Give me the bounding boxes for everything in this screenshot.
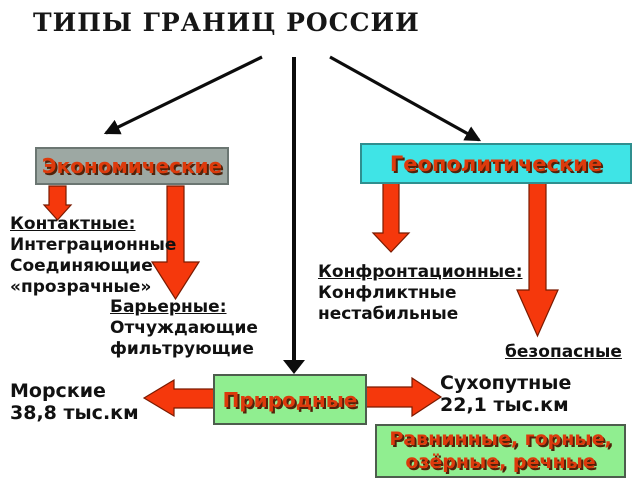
sea-block: Морские 38,8 тыс.км — [10, 380, 139, 424]
title-to-economic-arrow — [103, 55, 263, 135]
confrontational-heading: Конфронтационные: — [318, 262, 523, 282]
land-type-label: Сухопутные — [440, 372, 572, 394]
confrontational-block: Конфронтационные: Конфликтные нестабильн… — [318, 262, 523, 325]
barrier-item: Отчуждающие — [110, 318, 258, 338]
geopolitical-label: Геополитические — [389, 151, 603, 176]
contact-item: Интеграционные — [10, 235, 177, 255]
contact-heading: Контактные: — [10, 214, 136, 234]
geopolitical-to-confrontational-arrow — [371, 181, 411, 253]
barrier-item: фильтрующие — [110, 339, 254, 359]
natural-label: Природные — [222, 387, 358, 412]
contact-item: «прозрачные» — [10, 277, 152, 297]
economic-to-contact-arrow — [42, 185, 73, 221]
contact-block: Контактные: Интеграционные Соединяющие «… — [10, 214, 176, 298]
safe-label: безопасные — [505, 342, 622, 362]
economic-to-barrier-arrow — [150, 185, 201, 301]
natural-types-line2: озёрные, речные — [405, 451, 596, 473]
sea-type-label: Морские — [10, 380, 106, 402]
barrier-heading: Барьерные: — [110, 297, 227, 317]
geopolitical-to-safe-arrow — [516, 181, 559, 338]
land-block: Сухопутные 22,1 тыс.км — [440, 372, 571, 416]
title-to-geopolitical-arrow — [329, 55, 482, 142]
natural-to-sea-arrow — [142, 378, 215, 418]
confrontational-item: Конфликтные — [318, 283, 457, 303]
barrier-block: Барьерные: Отчуждающие фильтрующие — [110, 297, 258, 360]
land-length-label: 22,1 тыс.км — [440, 394, 569, 416]
slide-title: ТИПЫ ГРАНИЦ РОССИИ — [33, 8, 420, 37]
natural-box: Природные — [213, 374, 367, 425]
economic-label: Экономические — [41, 154, 223, 178]
economic-box: Экономические — [35, 147, 229, 185]
sea-length-label: 38,8 тыс.км — [10, 402, 139, 424]
title-to-natural-arrowhead-icon — [283, 360, 305, 374]
natural-to-land-arrow — [361, 376, 443, 418]
contact-item: Соединяющие — [10, 256, 153, 276]
natural-types-line1: Равнинные, горные, — [389, 428, 612, 450]
natural-types-box: Равнинные, горные, озёрные, речные — [375, 424, 626, 478]
geopolitical-box: Геополитические — [360, 143, 632, 184]
confrontational-item: нестабильные — [318, 304, 459, 324]
